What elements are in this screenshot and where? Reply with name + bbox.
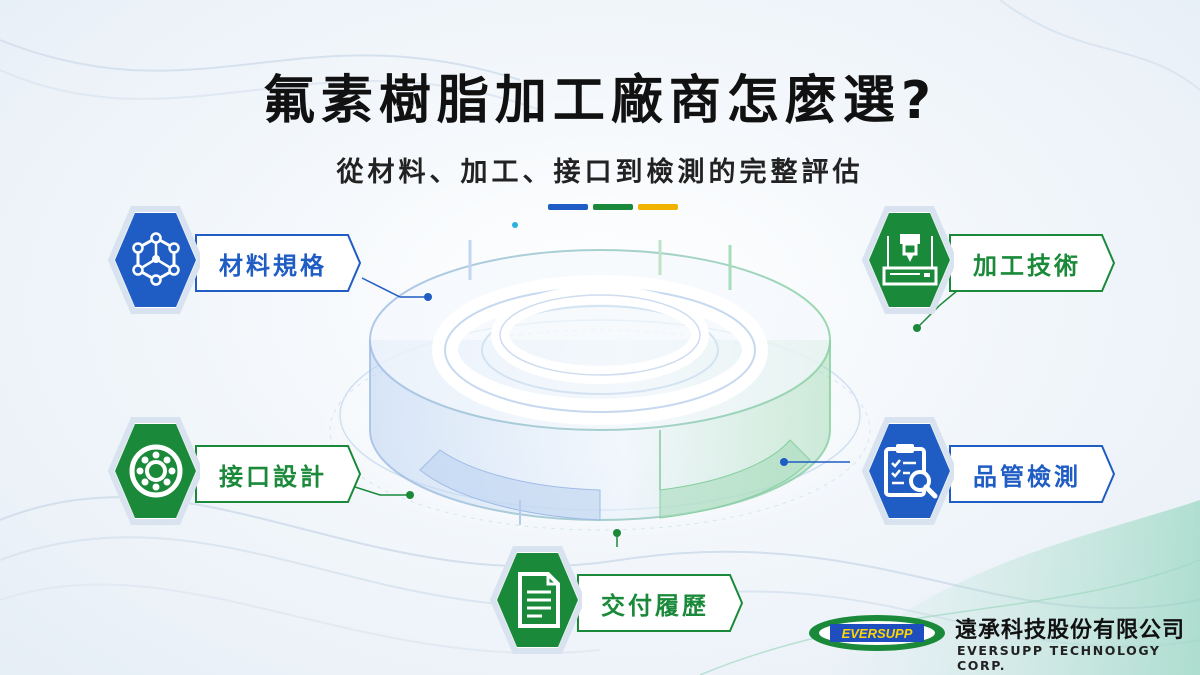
- page-title: 氟素樹脂加工廠商怎麼選?: [262, 71, 938, 131]
- card-delivery-record: 交付履歷: [460, 545, 750, 655]
- company-name-english: EVERSUPP TECHNOLOGY CORP.: [957, 643, 1161, 673]
- card-label: 材料規格: [219, 251, 327, 280]
- card-label: 接口設計: [219, 462, 327, 491]
- glass-ring-illustration: [310, 222, 890, 540]
- page-subtitle: 從材料、加工、接口到檢測的完整評估: [336, 157, 864, 188]
- card-quality-inspection: 品管檢測: [832, 416, 1122, 526]
- card-material-spec: 材料規格: [78, 205, 368, 315]
- company-name-chinese: 遠承科技股份有限公司: [955, 618, 1186, 643]
- cnc-machine-icon: [882, 234, 938, 286]
- svg-text:EVERSUPP: EVERSUPP: [842, 626, 913, 641]
- eversupp-logo: EVERSUPP: [809, 615, 945, 651]
- card-label: 交付履歷: [601, 591, 709, 620]
- card-label: 品管檢測: [973, 462, 1081, 491]
- molecule-icon: [132, 232, 180, 286]
- card-interface-design: 接口設計: [78, 416, 368, 526]
- flange-icon: [129, 444, 183, 498]
- card-processing-technology: 加工技術: [832, 205, 1122, 315]
- accent-bar-blue: [548, 204, 588, 210]
- document-icon: [518, 572, 560, 628]
- accent-bar-yellow: [638, 204, 678, 210]
- accent-bar-green: [593, 204, 633, 210]
- clipboard-inspection-icon: [884, 444, 938, 499]
- card-label: 加工技術: [973, 251, 1081, 280]
